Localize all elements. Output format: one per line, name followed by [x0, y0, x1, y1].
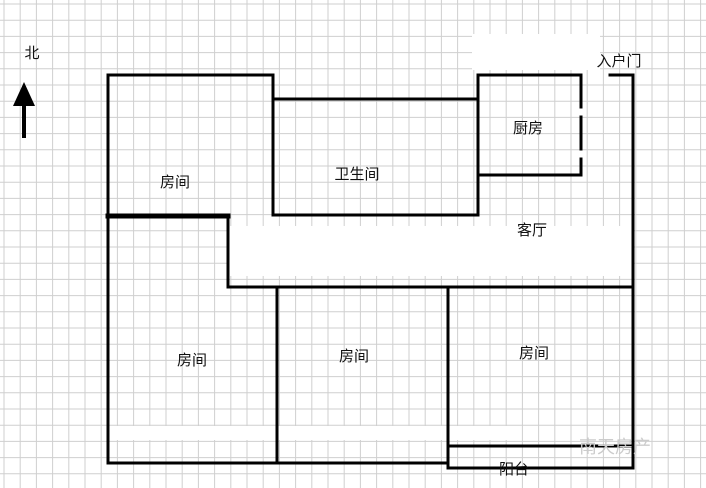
mask-bottom: [112, 426, 512, 440]
room-label-living-room: 客厅: [517, 221, 547, 239]
compass-label: 北: [24, 44, 39, 62]
room-label-bedroom-east: 房间: [519, 344, 549, 362]
mask-entrance: [472, 34, 600, 70]
mask-hall: [228, 226, 632, 276]
north-arrow-head-icon: [13, 82, 35, 106]
watermark: 南天房产: [579, 437, 651, 458]
room-label-bathroom: 卫生间: [334, 165, 379, 183]
room-label-bedroom-northwest: 房间: [160, 173, 190, 191]
room-label-bedroom-southwest: 房间: [177, 351, 207, 369]
compass: 北: [13, 44, 40, 138]
room-label-kitchen: 厨房: [513, 119, 543, 137]
grid-masks: [112, 34, 632, 440]
walls: [105, 73, 635, 470]
entrance-label: 入户门: [596, 52, 641, 70]
room-label-bedroom-middle: 房间: [339, 347, 369, 365]
room-label-balcony: 阳台: [499, 460, 529, 478]
